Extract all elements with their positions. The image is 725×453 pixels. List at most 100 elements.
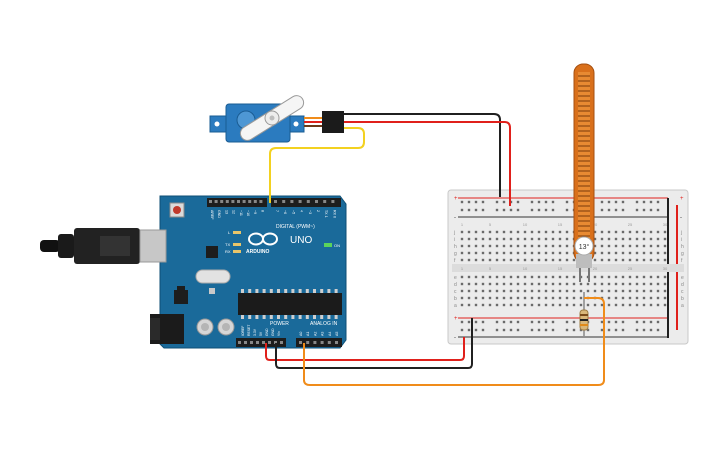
terminal-hole — [607, 303, 611, 307]
rail-hole — [649, 320, 653, 324]
terminal-hole — [656, 258, 660, 262]
rail-hole — [649, 200, 653, 204]
rail-hole — [642, 320, 646, 324]
terminal-hole — [635, 258, 639, 262]
terminal-hole — [495, 237, 499, 241]
resistor-band-2 — [580, 319, 588, 321]
terminal-hole — [460, 230, 464, 234]
terminal-hole — [635, 289, 639, 293]
row-label: f — [681, 258, 683, 264]
terminal-hole — [649, 282, 653, 286]
terminal-hole — [488, 251, 492, 255]
rail-hole — [551, 320, 555, 324]
terminal-hole — [607, 275, 611, 279]
terminal-hole — [551, 275, 555, 279]
digital-pin-label: 2 — [316, 210, 320, 212]
terminal-hole — [593, 289, 597, 293]
arduino-logo: ARDUINO — [246, 232, 278, 255]
rail-hole — [502, 328, 506, 332]
column-number: 15 — [558, 266, 563, 271]
usb-chip — [206, 246, 218, 258]
terminal-hole — [509, 258, 513, 262]
row-label: b — [681, 296, 684, 302]
terminal-hole — [663, 303, 667, 307]
terminal-hole — [488, 303, 492, 307]
terminal-hole — [656, 296, 660, 300]
terminal-hole — [607, 282, 611, 286]
row-label: j — [680, 230, 682, 236]
header-hole — [250, 341, 253, 344]
terminal-hole — [544, 230, 548, 234]
wire-servo-power — [344, 121, 511, 206]
terminal-hole — [656, 251, 660, 255]
terminal-hole — [565, 282, 569, 286]
rail-hole — [481, 200, 485, 204]
terminal-hole — [565, 289, 569, 293]
terminal-hole — [502, 258, 506, 262]
terminal-hole — [530, 303, 534, 307]
header-hole — [209, 200, 212, 203]
terminal-hole — [600, 237, 604, 241]
terminal-hole — [537, 282, 541, 286]
digital-pin-label: ~3 — [308, 210, 312, 214]
led-tx — [233, 243, 241, 246]
terminal-hole — [656, 289, 660, 293]
led-l — [233, 231, 241, 234]
terminal-hole — [467, 282, 471, 286]
header-hole — [268, 341, 271, 344]
rail-hole — [614, 328, 618, 332]
terminal-hole — [572, 282, 576, 286]
terminal-hole — [628, 230, 632, 234]
digital-pin-label: 7 — [275, 210, 279, 212]
terminal-hole — [460, 275, 464, 279]
board-model: UNO — [290, 235, 312, 246]
terminal-hole — [642, 303, 646, 307]
terminal-hole — [600, 289, 604, 293]
rail-hole — [481, 208, 485, 212]
terminal-hole — [593, 303, 597, 307]
chip-pin — [284, 315, 288, 319]
rail-hole — [509, 208, 513, 212]
micro-servo — [209, 95, 344, 143]
terminal-hole — [600, 275, 604, 279]
terminal-hole — [467, 296, 471, 300]
row-label: i — [681, 237, 682, 243]
terminal-hole — [488, 237, 492, 241]
rail-hole — [642, 208, 646, 212]
digital-pin-label: 12 — [232, 210, 236, 214]
analog-pin-label: A1 — [306, 332, 310, 336]
rail-hole — [614, 200, 618, 204]
terminal-hole — [467, 230, 471, 234]
header-hole — [331, 200, 335, 203]
terminal-hole — [628, 237, 632, 241]
rail-hole — [600, 328, 604, 332]
terminal-hole — [663, 237, 667, 241]
terminal-hole — [537, 296, 541, 300]
capacitor-1-top — [201, 323, 209, 331]
analog-pin-label: A4 — [328, 332, 332, 336]
chip-pin — [291, 289, 295, 293]
terminal-hole — [600, 251, 604, 255]
column-number: 15 — [558, 222, 563, 227]
header-hole — [290, 200, 294, 203]
digital-pin-label: ~5 — [291, 210, 295, 214]
rail-hole — [467, 200, 471, 204]
terminal-hole — [509, 303, 513, 307]
terminal-hole — [495, 258, 499, 262]
terminal-hole — [558, 244, 562, 248]
terminal-hole — [593, 244, 597, 248]
terminal-hole — [495, 251, 499, 255]
atmega-chip-pins — [241, 289, 338, 319]
chip-pin — [269, 289, 273, 293]
terminal-hole — [663, 251, 667, 255]
servo-connector — [322, 111, 344, 133]
terminal-hole — [523, 296, 527, 300]
row-label: f — [454, 258, 456, 264]
terminal-hole — [495, 289, 499, 293]
terminal-hole — [579, 282, 583, 286]
header-hole — [274, 200, 277, 203]
terminal-hole — [544, 258, 548, 262]
flex-sensor-strip — [578, 72, 590, 254]
terminal-hole — [460, 251, 464, 255]
